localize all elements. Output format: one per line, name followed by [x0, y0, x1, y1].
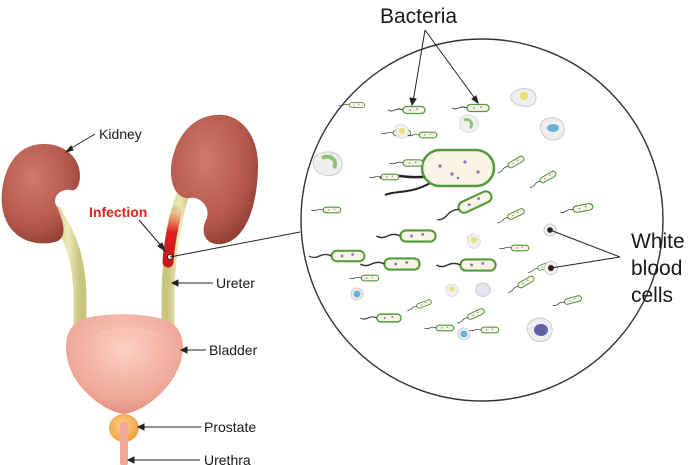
prostate-label: Prostate — [204, 419, 257, 435]
bacteria-pointers — [409, 29, 479, 107]
white-label: White — [631, 230, 685, 253]
infection-label: Infection — [89, 204, 148, 220]
kidney-label: Kidney — [99, 126, 142, 142]
bladder-icon — [65, 314, 183, 414]
white-blood-cell-icon — [312, 88, 565, 342]
label-pointers — [64, 133, 213, 464]
urethra-tube — [120, 422, 128, 465]
ureter-label: Ureter — [216, 275, 255, 291]
right-kidney-icon — [170, 114, 258, 245]
bacteria-label: Bacteria — [380, 5, 458, 28]
bladder-label: Bladder — [209, 342, 258, 358]
blood-label: blood — [631, 257, 683, 280]
left-kidney-icon — [1, 144, 80, 244]
urethra-label: Urethra — [204, 452, 251, 465]
wbc-pointers — [547, 227, 621, 271]
magnified-view — [300, 38, 664, 402]
bacterium-icon — [379, 148, 496, 196]
cells-label: cells — [631, 284, 674, 307]
magnify-connector — [169, 231, 301, 258]
